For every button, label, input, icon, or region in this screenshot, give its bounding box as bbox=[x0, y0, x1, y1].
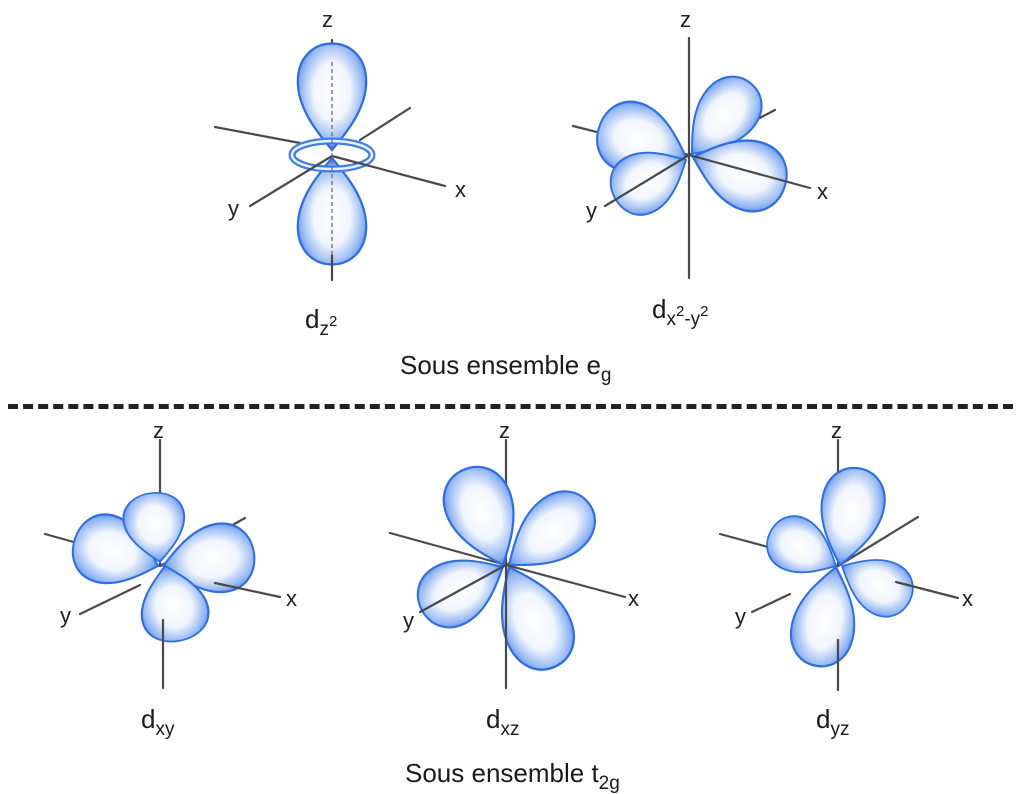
dxy-label-main: d bbox=[141, 704, 155, 734]
dz2-axis-label-y: y bbox=[228, 196, 239, 221]
subset-eg-sub: g bbox=[601, 365, 612, 386]
dyz-axis-label-x: x bbox=[962, 586, 973, 611]
dx2y2-label-sup-b: 2 bbox=[700, 303, 708, 320]
dz2-orbital: z x y bbox=[215, 7, 466, 280]
dx2y2-orbital: z x y bbox=[573, 7, 828, 278]
dyz-axis-label-z: z bbox=[831, 418, 842, 443]
dyz-label-sub: yz bbox=[830, 719, 849, 740]
dz2-label: dz2 bbox=[305, 306, 337, 339]
dz2-label-sup: 2 bbox=[329, 313, 337, 330]
dxy-axis-label-z: z bbox=[153, 418, 164, 443]
dz2-axis-y-back bbox=[360, 108, 410, 140]
dz2-label-sub: z2 bbox=[319, 319, 337, 340]
dxz-label-sub: xz bbox=[500, 719, 519, 740]
dyz-axis-y-front bbox=[752, 594, 790, 612]
dyz-axis-label-y: y bbox=[735, 604, 746, 629]
subset-t2g-label: Sous ensemble t2g bbox=[405, 760, 620, 793]
dxz-axis-label-z: z bbox=[499, 418, 510, 443]
subset-eg-label: Sous ensemble eg bbox=[400, 352, 611, 385]
dxy-axis-label-y: y bbox=[60, 603, 71, 628]
dx2y2-label-main: d bbox=[652, 294, 666, 324]
dxz-axis-label-x: x bbox=[628, 586, 639, 611]
dz2-axis-x-back bbox=[215, 127, 300, 143]
dz2-axis-label-z: z bbox=[322, 7, 333, 32]
dx2y2-label: dx2-y2 bbox=[652, 296, 708, 329]
dz2-label-main: d bbox=[305, 304, 319, 334]
dx2y2-label-sub: x2-y2 bbox=[666, 309, 708, 330]
dxy-label: dxy bbox=[141, 706, 174, 739]
dyz-label: dyz bbox=[816, 706, 849, 739]
dxz-orbital: z x y bbox=[390, 418, 639, 688]
dxz-label-main: d bbox=[486, 704, 500, 734]
dxy-axis-label-x: x bbox=[286, 586, 297, 611]
dx2y2-axis-label-x: x bbox=[817, 179, 828, 204]
dxy-orbital: z x y bbox=[45, 418, 297, 688]
dxy-label-sub: xy bbox=[155, 719, 174, 740]
dx2y2-axis-label-y: y bbox=[586, 198, 597, 223]
section-separator bbox=[8, 404, 1013, 409]
dyz-label-main: d bbox=[816, 704, 830, 734]
dz2-axis-label-x: x bbox=[455, 177, 466, 202]
subset-t2g-sub: 2g bbox=[599, 773, 620, 794]
dxz-label: dxz bbox=[486, 706, 519, 739]
dx2y2-axis-label-z: z bbox=[680, 7, 691, 32]
dyz-orbital: z x y bbox=[720, 418, 973, 690]
dxy-axis-y-front bbox=[80, 585, 140, 614]
dxz-axis-label-y: y bbox=[403, 608, 414, 633]
